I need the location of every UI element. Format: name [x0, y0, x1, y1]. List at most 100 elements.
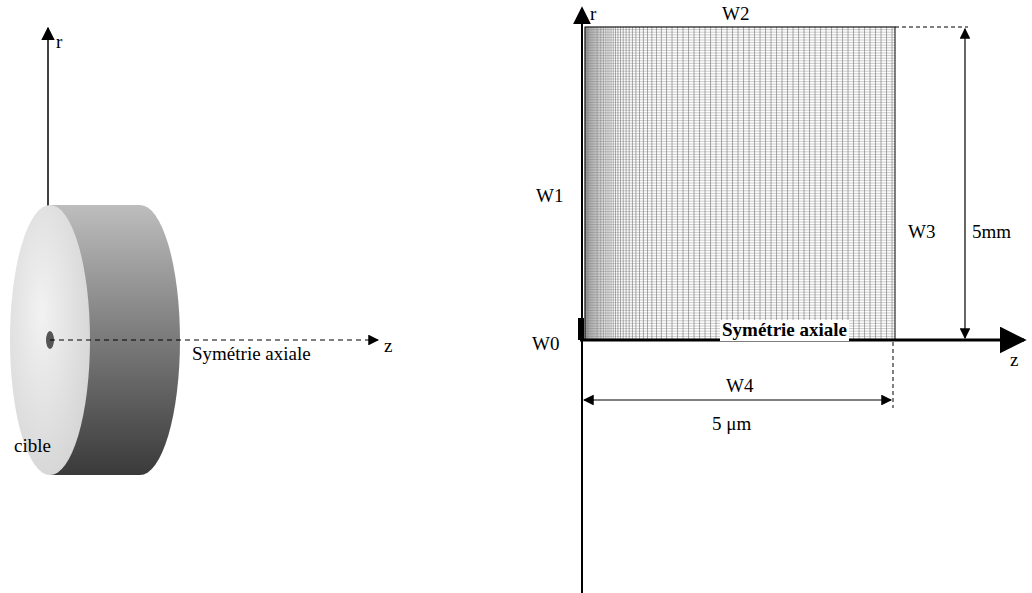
mesh-line — [585, 79, 895, 80]
mesh-line — [585, 162, 895, 163]
mesh-line — [585, 128, 895, 129]
mesh-line — [585, 159, 895, 160]
mesh-line — [585, 60, 895, 61]
mesh-line — [585, 183, 895, 184]
mesh-line — [585, 42, 895, 43]
mesh-line — [585, 58, 895, 59]
mesh-line — [585, 250, 895, 251]
mesh-line — [585, 107, 895, 108]
mesh-line — [585, 32, 895, 33]
mesh-line — [585, 302, 895, 303]
axis-label: r — [56, 32, 62, 53]
mesh-line — [585, 224, 895, 225]
mesh-line — [585, 211, 895, 212]
dimension: 5 μm — [712, 414, 751, 435]
mesh-line — [585, 287, 895, 288]
mesh-line — [585, 112, 895, 113]
mesh-line — [585, 118, 895, 119]
boundary-label: W3 — [908, 222, 935, 243]
mesh-line — [585, 105, 895, 106]
mesh-line — [585, 185, 895, 186]
mesh-line — [585, 131, 895, 132]
dimension-arrow — [964, 29, 965, 338]
mesh-line — [585, 209, 895, 210]
dimension-arrow — [584, 399, 891, 400]
mesh-line — [585, 47, 895, 48]
mesh-line — [585, 141, 895, 142]
mesh-line — [585, 276, 895, 277]
mesh-line — [585, 37, 895, 38]
mesh-line — [585, 266, 895, 267]
boundary-label: W2 — [722, 4, 749, 25]
mesh-line — [585, 136, 895, 137]
mesh-line — [585, 248, 895, 249]
mesh-line — [585, 235, 895, 236]
axis-note: Symétrie axiale — [720, 320, 849, 341]
mesh-line — [585, 157, 895, 158]
axis-label: r — [590, 4, 596, 25]
mesh-line — [585, 289, 895, 290]
mesh-line — [585, 227, 895, 228]
mesh-line — [585, 177, 895, 178]
mesh-line — [585, 305, 895, 306]
mesh-line — [585, 284, 895, 285]
leader-line — [893, 342, 894, 408]
mesh-line — [585, 240, 895, 241]
mesh-line — [585, 300, 895, 301]
mesh-line — [585, 175, 895, 176]
mesh-line — [585, 313, 895, 314]
mesh-line — [585, 97, 895, 98]
mesh-line — [585, 151, 895, 152]
mesh-line — [585, 297, 895, 298]
mesh-line — [585, 271, 895, 272]
mesh-line — [585, 66, 895, 67]
mesh-line — [585, 258, 895, 259]
mesh-line — [585, 50, 895, 51]
mesh-line — [585, 263, 895, 264]
mesh-line — [585, 203, 895, 204]
mesh-line — [585, 89, 895, 90]
mesh-line — [585, 94, 895, 95]
mesh-line — [585, 274, 895, 275]
boundary-label: W0 — [532, 334, 559, 355]
mesh-line — [585, 198, 895, 199]
mesh-line — [585, 193, 895, 194]
mesh-line — [585, 146, 895, 147]
mesh-line — [585, 245, 895, 246]
mesh-line — [585, 73, 895, 74]
mesh-line — [585, 255, 895, 256]
mesh-line — [585, 172, 895, 173]
mesh-line — [585, 253, 895, 254]
mesh-line — [585, 279, 895, 280]
mesh-line — [585, 307, 895, 308]
mesh-line — [585, 281, 895, 282]
mesh-line — [585, 53, 895, 54]
z-axis — [50, 339, 378, 340]
axis-note: Symétrie axiale — [192, 344, 311, 365]
mesh-line — [585, 99, 895, 100]
mesh-line — [585, 34, 895, 35]
w0-mark — [578, 318, 584, 340]
boundary-label: W4 — [726, 376, 753, 397]
mesh-line — [585, 154, 895, 155]
mesh — [585, 27, 895, 340]
r-axis — [581, 8, 583, 593]
mesh-line — [585, 268, 895, 269]
mesh-line — [585, 315, 895, 316]
mesh-line — [585, 138, 895, 139]
mesh-line — [585, 201, 895, 202]
mesh-line — [585, 55, 895, 56]
mesh-line — [585, 206, 895, 207]
mesh-line — [585, 222, 895, 223]
mesh-line — [585, 190, 895, 191]
mesh-line — [585, 86, 895, 87]
mesh-line — [585, 40, 895, 41]
mesh-line — [585, 318, 895, 319]
mesh-line — [585, 144, 895, 145]
boundary-label: W1 — [536, 186, 563, 207]
mesh-line — [585, 133, 895, 134]
axis-label: z — [1010, 350, 1018, 371]
mesh-line — [585, 125, 895, 126]
mesh-line — [585, 261, 895, 262]
